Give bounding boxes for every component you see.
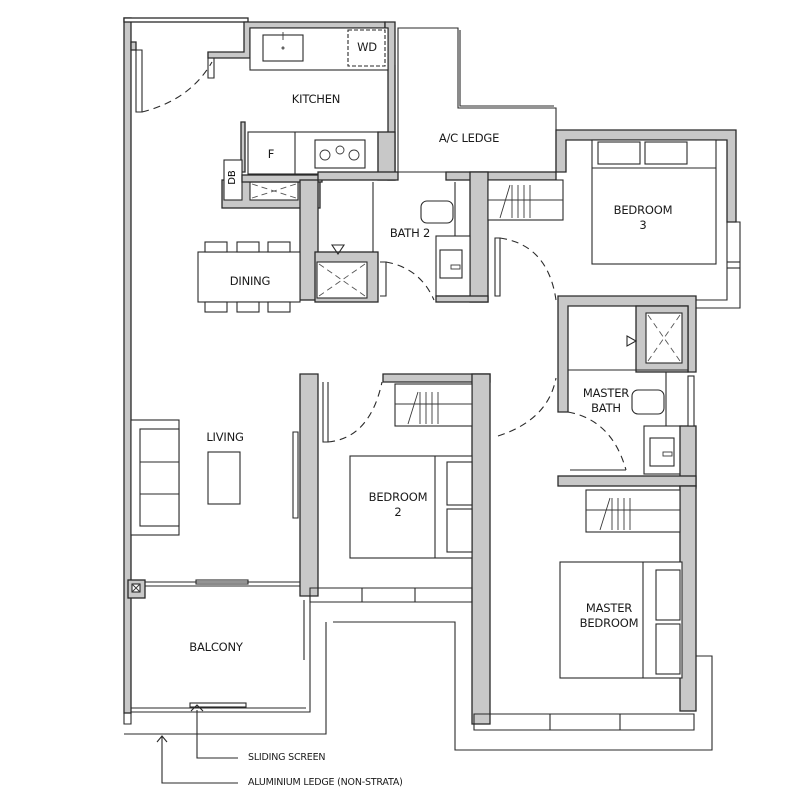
master-bedroom-window	[473, 713, 695, 731]
label-master-bedroom: MASTER BEDROOM	[579, 601, 639, 630]
label-ac-ledge: A/C LEDGE	[438, 131, 500, 145]
bedroom3-wall	[555, 129, 737, 223]
bath2-door-swing	[385, 261, 435, 301]
label-balcony: BALCONY	[189, 640, 243, 654]
label-master-bath: MASTER BATH	[582, 386, 630, 415]
entrance-door-swing	[141, 61, 213, 113]
left-exterior-wall	[123, 17, 132, 714]
label-bath2: BATH 2	[389, 226, 431, 240]
label-bedroom3: BEDROOM 3	[613, 203, 673, 232]
master-bath-toilet	[631, 389, 665, 415]
label-fridge: F	[267, 147, 275, 161]
label-kitchen: KITCHEN	[291, 92, 341, 106]
label-db: DB	[226, 170, 238, 185]
label-bedroom2: BEDROOM 2	[368, 490, 428, 519]
master-bedroom-wardrobe	[585, 489, 681, 533]
bedroom2-right-wall	[471, 373, 491, 725]
bath2-toilet	[420, 200, 454, 224]
master-bath-shower	[645, 312, 683, 364]
washer-dryer	[347, 29, 386, 67]
living-bedroom2-wall	[299, 373, 319, 597]
bedroom2-door-swing	[327, 381, 383, 443]
label-wd: WD	[357, 40, 377, 54]
master-bath-door-swing	[567, 411, 627, 471]
bath2-basin	[439, 249, 463, 279]
ac-ledge-outline	[397, 27, 557, 173]
living-sliding-door	[292, 431, 299, 519]
bedroom3-door-swing	[499, 237, 557, 301]
aluminium-ledge-leader	[161, 736, 238, 784]
bath2-floor-trap	[330, 244, 346, 255]
annotation-aluminium-ledge: ALUMINIUM LEDGE (NON-STRATA)	[248, 777, 403, 788]
label-living: LIVING	[206, 430, 244, 444]
bedroom2-wardrobe	[394, 383, 473, 427]
master-bath-floor-trap	[626, 335, 638, 347]
bath2-shower	[316, 261, 368, 299]
top-entrance-wall	[123, 17, 249, 23]
coffee-table	[207, 451, 241, 505]
sliding-screen-leader	[196, 710, 238, 759]
annotation-sliding-screen: SLIDING SCREEN	[248, 752, 326, 763]
label-dining: DINING	[229, 274, 271, 288]
master-bath-door-swing-outer	[497, 377, 557, 437]
